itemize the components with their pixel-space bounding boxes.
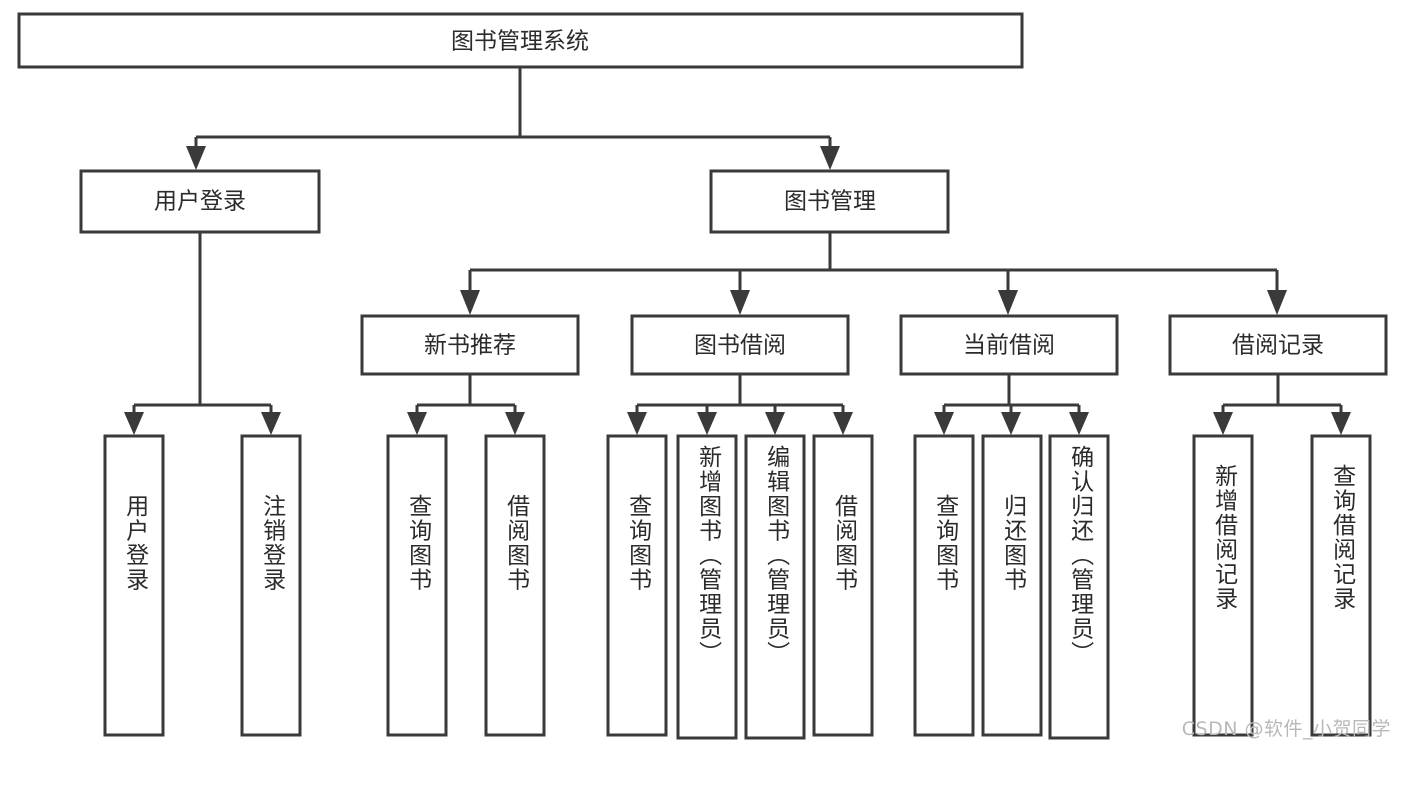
node-new-book-recommend-label: 新书推荐 [424,333,516,359]
node-book-borrow-label: 图书借阅 [694,333,786,359]
connector-root-to-level2 [186,67,840,170]
node-new-book-recommend[interactable]: 新书推荐 [360,314,580,376]
node-borrow-record[interactable]: 借阅记录 [1168,314,1388,376]
node-current-borrow-box [899,314,1119,376]
connector-new-book-recommend-to-leaves [407,374,525,435]
leaf-borrow-book-2-box[interactable] [812,434,874,737]
leaf-user-login-box[interactable] [103,434,165,737]
csdn-watermark: CSDN @软件_小贺同学 [1181,718,1391,740]
connector-user-login-to-leaves [124,232,281,435]
node-borrow-record-label: 借阅记录 [1232,333,1324,359]
node-user-login-box [79,169,321,234]
leaf-confirm-return-admin-box[interactable] [1048,434,1110,740]
connector-book-borrow-to-leaves [627,374,853,435]
connector-current-borrow-to-leaves [934,374,1089,435]
node-book-manage-label: 图书管理 [784,189,876,215]
node-current-borrow[interactable]: 当前借阅 [899,314,1119,376]
node-root[interactable]: 图书管理系统 [17,12,1024,69]
leaf-query-book-1-box[interactable] [386,434,448,737]
connector-book-manage-to-level3 [460,232,1287,315]
leaf-query-book-3-box[interactable] [913,434,975,737]
node-root-box [17,12,1024,69]
node-user-login[interactable]: 用户登录 [79,169,321,234]
connector-borrow-record-to-leaves [1213,374,1351,435]
leaf-borrow-book-1-box[interactable] [484,434,546,737]
node-book-manage[interactable]: 图书管理 [709,169,950,234]
leaf-add-borrow-record-box[interactable] [1192,434,1254,737]
leaf-logout-login-box[interactable] [240,434,302,737]
leaf-edit-book-admin-box[interactable] [744,434,806,740]
leaf-return-book-box[interactable] [981,434,1043,737]
leaf-query-borrow-record-box[interactable] [1310,434,1372,737]
node-book-borrow[interactable]: 图书借阅 [630,314,850,376]
leaf-query-book-2-box[interactable] [606,434,668,737]
flowchart-svg: 图书管理系统 用户登录 图书管理 [17,12,1388,740]
node-current-borrow-label: 当前借阅 [963,333,1055,359]
flowchart-canvas: 图书管理系统 用户登录 图书管理 [17,12,1391,740]
node-root-label: 图书管理系统 [451,29,589,55]
node-new-book-recommend-box [360,314,580,376]
node-user-login-label: 用户登录 [154,189,246,215]
leaf-add-book-admin-box[interactable] [676,434,738,740]
